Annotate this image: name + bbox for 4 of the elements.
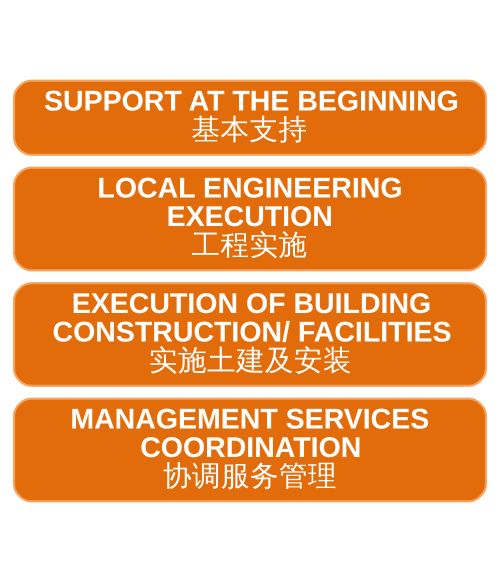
node-box: LOCAL ENGINEERING EXECUTION 工程实施 [12,166,488,272]
node-box: SUPPORT AT THE BEGINNING 基本支持 [12,80,488,156]
node-box: MANAGEMENT SERVICES COORDINATION 协调服务管理 [12,398,488,502]
node-box: EXECUTION OF BUILDING CONSTRUCTION/ FACILITIES 实施土建及安装 [12,282,488,387]
